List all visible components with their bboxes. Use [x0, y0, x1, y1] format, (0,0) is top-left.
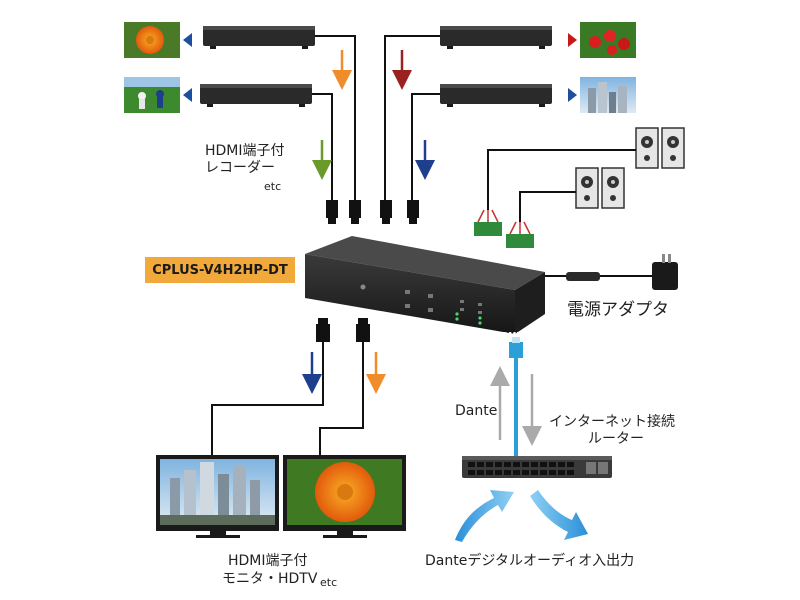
hdmi-plug-icon	[316, 318, 370, 342]
speaker-terminal-connectors	[474, 209, 534, 248]
dante-flow-arrows	[455, 490, 588, 542]
router-label-line1: インターネット接続	[549, 414, 675, 430]
recorder-bottom-right	[440, 84, 552, 107]
monitor-label-etc: etc	[320, 576, 338, 589]
hdmi-plug-icon	[326, 200, 419, 224]
speaker-icon	[635, 127, 685, 169]
dante-label: Dante	[455, 403, 498, 419]
source-thumb-soccer	[124, 77, 192, 113]
ethernet-plug-icon	[509, 337, 523, 358]
recorder-top-right	[440, 26, 552, 49]
recorder-label-line1: HDMI端子付	[205, 143, 285, 159]
dante-io-label: Danteデジタルオーディオ入出力	[425, 553, 635, 569]
monitor-city	[156, 455, 279, 538]
recorder-label-line2: レコーダー	[205, 160, 275, 176]
source-thumb-flower	[124, 22, 192, 58]
recorder-top-left	[203, 26, 315, 49]
model-name-badge: CPLUS-V4H2HP-DT	[145, 257, 295, 283]
hdmi-logo: HDMI	[495, 331, 519, 340]
source-thumb-strawberry	[568, 22, 636, 58]
recorder-bottom-left	[200, 84, 312, 107]
arrow-icon	[302, 352, 386, 394]
main-device	[305, 236, 545, 334]
speaker-cables	[487, 149, 636, 222]
hdmi-cables-outputs	[211, 342, 364, 455]
monitor-label-line2: モニタ・HDTV	[222, 571, 318, 587]
power-adapter-icon	[545, 254, 678, 290]
power-adapter-label: 電源アダプタ	[567, 300, 669, 320]
arrow-icon	[312, 50, 435, 180]
router-label-line2: ルーター	[588, 431, 644, 447]
monitor-flower	[283, 455, 406, 538]
monitor-label-line1: HDMI端子付	[228, 553, 308, 569]
arrow-icon	[490, 366, 542, 446]
hdmi-cables-inputs	[312, 35, 440, 200]
network-switch-icon	[462, 456, 612, 478]
speaker-icon	[575, 167, 625, 209]
recorder-label-etc: etc	[264, 180, 282, 193]
source-thumb-city	[568, 77, 636, 113]
